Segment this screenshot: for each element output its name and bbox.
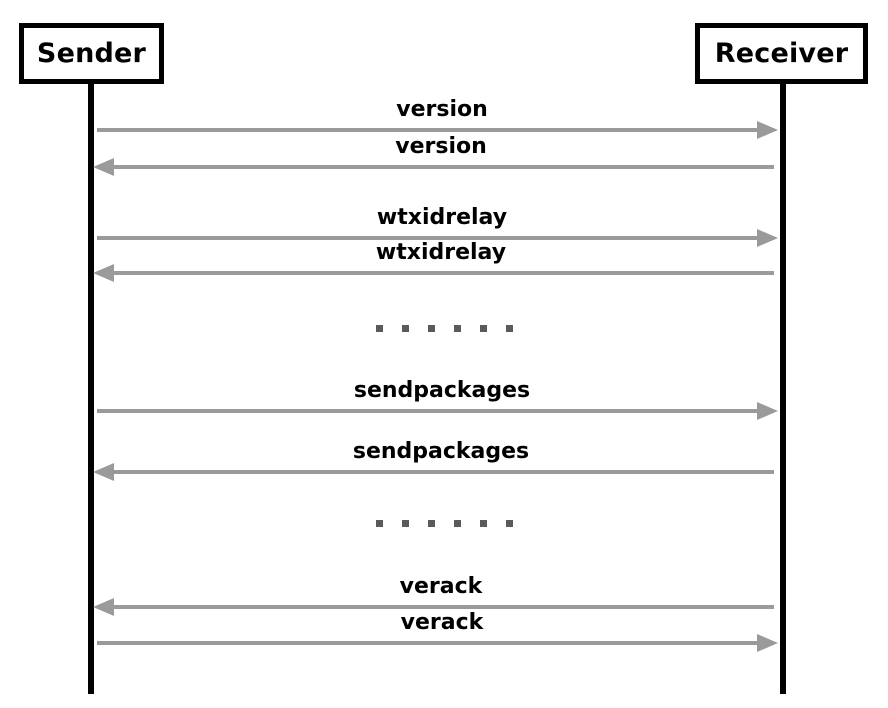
arrowhead-left-icon [93, 598, 114, 616]
message-label: wtxidrelay [375, 240, 507, 265]
message-label: verack [399, 574, 483, 599]
participant-sender: Sender [19, 23, 164, 84]
message-line [97, 236, 774, 240]
ellipsis-dot [453, 325, 461, 332]
ellipsis-dot [453, 520, 461, 527]
participant-receiver-label: Receiver [714, 38, 849, 69]
message-line [97, 128, 774, 132]
message-label: verack [400, 610, 484, 635]
arrowhead-left-icon [93, 463, 114, 481]
message-line [97, 605, 774, 609]
ellipsis-dot [375, 325, 383, 332]
participant-receiver: Receiver [695, 23, 868, 84]
ellipsis-dot [505, 325, 513, 332]
ellipsis-dot [427, 325, 435, 332]
participant-sender-label: Sender [36, 38, 147, 69]
message-label: version [396, 97, 488, 122]
lifeline-receiver [780, 80, 786, 694]
ellipsis-row-lower [0, 520, 888, 527]
message-label: wtxidrelay [376, 205, 508, 230]
arrowhead-right-icon [757, 634, 778, 652]
ellipsis-dot [401, 520, 409, 527]
message-line [97, 165, 774, 169]
message-label: sendpackages [353, 378, 531, 403]
message-line [97, 271, 774, 275]
message-line [97, 641, 774, 645]
message-label: sendpackages [352, 439, 530, 464]
arrowhead-left-icon [93, 264, 114, 282]
message-line [97, 470, 774, 474]
lifeline-sender [88, 80, 94, 694]
message-label: version [395, 134, 487, 159]
ellipsis-row-upper [0, 325, 888, 332]
ellipsis-dot [479, 520, 487, 527]
arrowhead-right-icon [757, 229, 778, 247]
ellipsis-dot [375, 520, 383, 527]
arrowhead-left-icon [93, 158, 114, 176]
ellipsis-dot [401, 325, 409, 332]
ellipsis-dot [505, 520, 513, 527]
ellipsis-dot [479, 325, 487, 332]
ellipsis-dot [427, 520, 435, 527]
arrowhead-right-icon [757, 121, 778, 139]
arrowhead-right-icon [757, 402, 778, 420]
message-line [97, 409, 774, 413]
